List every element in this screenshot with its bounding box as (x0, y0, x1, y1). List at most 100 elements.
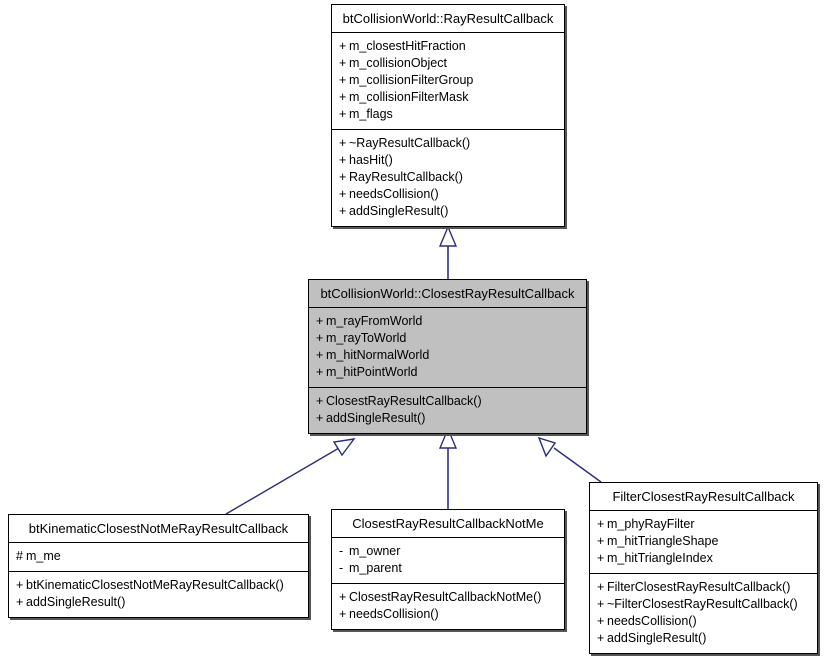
visibility-marker: + (316, 365, 324, 379)
member-name: ClosestRayResultCallback() (326, 394, 482, 408)
attribute-row: -m_owner (339, 543, 557, 560)
attribute-row: +m_phyRayFilter (597, 516, 810, 533)
visibility-marker: # (16, 549, 23, 563)
operations-section: +btKinematicClosestNotMeRayResultCallbac… (9, 571, 308, 617)
visibility-marker: + (16, 578, 24, 592)
member-name: m_collisionFilterMask (349, 90, 469, 104)
member-name: m_hitNormalWorld (326, 348, 430, 362)
member-name: m_me (26, 549, 61, 563)
visibility-marker: - (339, 544, 344, 558)
class-box-rayresultcallback[interactable]: btCollisionWorld::RayResultCallback +m_c… (331, 4, 565, 227)
member-name: ClosestRayResultCallbackNotMe() (349, 590, 542, 604)
attribute-row: +m_collisionFilterMask (339, 89, 557, 106)
member-name: needsCollision() (349, 607, 439, 621)
member-name: m_rayFromWorld (326, 314, 423, 328)
visibility-marker: + (339, 73, 347, 87)
operations-section: +~RayResultCallback() +hasHit() +RayResu… (332, 129, 564, 226)
visibility-marker: + (339, 187, 347, 201)
attribute-row: +m_collisionObject (339, 55, 557, 72)
operation-row: +~RayResultCallback() (339, 135, 557, 152)
class-title: ClosestRayResultCallbackNotMe (332, 510, 564, 538)
member-name: m_collisionObject (349, 56, 447, 70)
operation-row: +~FilterClosestRayResultCallback() (597, 596, 810, 613)
edge-closestrayresultcallbacknotme-to-closestrayresultcallback (438, 427, 458, 509)
operation-row: +needsCollision() (339, 606, 557, 623)
operations-section: +FilterClosestRayResultCallback() +~Filt… (590, 573, 817, 653)
visibility-marker: + (339, 136, 347, 150)
visibility-marker: + (316, 348, 324, 362)
operation-row: +needsCollision() (339, 186, 557, 203)
edge-btkinematicclosestnotme-to-closestrayresultcallback (225, 438, 356, 515)
class-box-closestrayresultcallback[interactable]: btCollisionWorld::ClosestRayResultCallba… (308, 279, 587, 434)
member-name: m_owner (349, 544, 401, 558)
class-title: FilterClosestRayResultCallback (590, 483, 817, 511)
visibility-marker: + (316, 331, 324, 345)
class-box-closestrayresultcallbacknotme[interactable]: ClosestRayResultCallbackNotMe -m_owner -… (331, 509, 565, 630)
member-name: FilterClosestRayResultCallback() (607, 580, 791, 594)
member-name: m_hitTriangleIndex (607, 551, 713, 565)
visibility-marker: + (339, 56, 347, 70)
visibility-marker: + (316, 411, 324, 425)
class-box-btkinematicclosestnotmerayresultcallback[interactable]: btKinematicClosestNotMeRayResultCallback… (8, 514, 309, 618)
attribute-row: +m_hitPointWorld (316, 364, 579, 381)
operations-section: +ClosestRayResultCallbackNotMe() +needsC… (332, 583, 564, 629)
member-name: m_phyRayFilter (607, 517, 695, 531)
visibility-marker: + (339, 153, 347, 167)
member-name: addSingleResult() (26, 595, 126, 609)
member-name: btKinematicClosestNotMeRayResultCallback… (26, 578, 284, 592)
class-title: btKinematicClosestNotMeRayResultCallback (9, 515, 308, 543)
attribute-row: #m_me (16, 548, 301, 565)
member-name: needsCollision() (349, 187, 439, 201)
member-name: m_parent (349, 561, 402, 575)
operation-row: +ClosestRayResultCallback() (316, 393, 579, 410)
visibility-marker: + (339, 607, 347, 621)
edge-closestrayresultcallback-to-rayresultcallback (438, 225, 458, 279)
attribute-row: +m_hitTriangleIndex (597, 550, 810, 567)
attribute-row: +m_closestHitFraction (339, 38, 557, 55)
attribute-row: +m_rayToWorld (316, 330, 579, 347)
member-name: hasHit() (349, 153, 393, 167)
attribute-row: +m_hitTriangleShape (597, 533, 810, 550)
visibility-marker: + (339, 107, 347, 121)
operation-row: +addSingleResult() (316, 410, 579, 427)
attributes-section: #m_me (9, 543, 308, 571)
visibility-marker: + (316, 394, 324, 408)
visibility-marker: + (597, 551, 605, 565)
visibility-marker: + (597, 517, 605, 531)
visibility-marker: + (339, 39, 347, 53)
member-name: addSingleResult() (326, 411, 426, 425)
attribute-row: -m_parent (339, 560, 557, 577)
operation-row: +addSingleResult() (339, 203, 557, 220)
operation-row: +needsCollision() (597, 613, 810, 630)
visibility-marker: + (597, 580, 605, 594)
edge-filterclosestrayresultcallback-to-closestrayresultcallback (537, 436, 602, 483)
member-name: RayResultCallback() (349, 170, 463, 184)
member-name: m_collisionFilterGroup (349, 73, 474, 87)
class-box-filterclosestrayresultcallback[interactable]: FilterClosestRayResultCallback +m_phyRay… (589, 482, 818, 654)
visibility-marker: + (339, 90, 347, 104)
operation-row: +btKinematicClosestNotMeRayResultCallbac… (16, 577, 301, 594)
attributes-section: +m_phyRayFilter +m_hitTriangleShape +m_h… (590, 511, 817, 573)
member-name: m_hitPointWorld (326, 365, 418, 379)
operation-row: +hasHit() (339, 152, 557, 169)
attribute-row: +m_collisionFilterGroup (339, 72, 557, 89)
class-title: btCollisionWorld::ClosestRayResultCallba… (309, 280, 586, 308)
member-name: needsCollision() (607, 614, 697, 628)
operation-row: +addSingleResult() (16, 594, 301, 611)
member-name: addSingleResult() (607, 631, 707, 645)
operation-row: +FilterClosestRayResultCallback() (597, 579, 810, 596)
visibility-marker: + (339, 204, 347, 218)
operation-row: +RayResultCallback() (339, 169, 557, 186)
operation-row: +ClosestRayResultCallbackNotMe() (339, 589, 557, 606)
visibility-marker: + (16, 595, 24, 609)
visibility-marker: + (339, 170, 347, 184)
member-name: ~RayResultCallback() (349, 136, 471, 150)
member-name: ~FilterClosestRayResultCallback() (607, 597, 798, 611)
attributes-section: +m_closestHitFraction +m_collisionObject… (332, 33, 564, 129)
visibility-marker: + (597, 597, 605, 611)
member-name: m_rayToWorld (326, 331, 407, 345)
visibility-marker: + (316, 314, 324, 328)
visibility-marker: - (339, 561, 344, 575)
class-title: btCollisionWorld::RayResultCallback (332, 5, 564, 33)
